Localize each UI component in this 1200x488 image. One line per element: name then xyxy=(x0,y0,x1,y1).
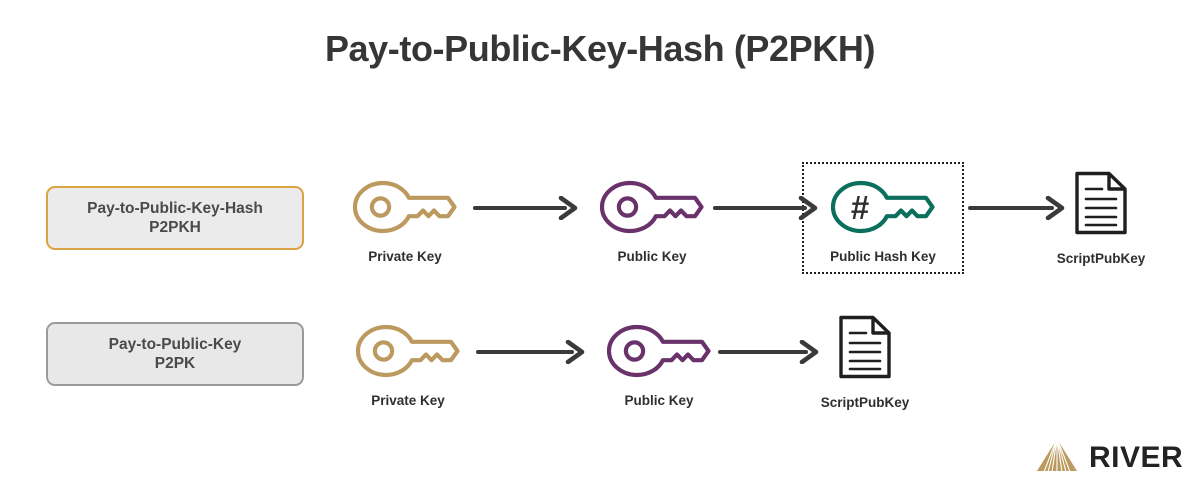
node-public-key-row1: Public Key xyxy=(588,178,716,264)
node-private-key-row2: Private Key xyxy=(344,322,472,408)
node-caption: ScriptPubKey xyxy=(820,395,910,410)
node-public-hash-key-row1: # Public Hash Key xyxy=(819,178,947,264)
key-icon xyxy=(599,178,704,241)
node-caption: Private Key xyxy=(368,249,442,264)
node-caption: ScriptPubKey xyxy=(1056,251,1146,266)
arrow-right-icon xyxy=(713,195,821,225)
node-scriptpubkey-row1: ScriptPubKey xyxy=(1037,168,1165,266)
node-caption: Public Key xyxy=(624,393,694,408)
river-wordmark: RIVER xyxy=(1089,440,1184,474)
node-public-key-row2: Public Key xyxy=(595,322,723,408)
key-icon xyxy=(352,178,457,241)
arrow-right-icon xyxy=(968,195,1068,225)
document-icon xyxy=(837,312,893,387)
page-title: Pay-to-Public-Key-Hash (P2PKH) xyxy=(324,28,876,69)
document-icon xyxy=(1073,168,1129,243)
row-label-p2pk: Pay-to-Public-Key P2PK xyxy=(46,322,304,386)
key-icon xyxy=(606,322,711,385)
node-scriptpubkey-row2: ScriptPubKey xyxy=(801,312,929,410)
node-private-key-row1: Private Key xyxy=(341,178,469,264)
svg-text:#: # xyxy=(851,189,869,226)
node-caption: Public Key xyxy=(617,249,687,264)
node-caption: Public Hash Key xyxy=(830,249,936,264)
key-hash-icon: # xyxy=(830,178,935,241)
arrow-right-icon xyxy=(476,339,588,369)
node-caption: Private Key xyxy=(371,393,445,408)
river-logo: RIVER xyxy=(1036,438,1183,477)
arrow-right-icon xyxy=(473,195,581,225)
key-icon xyxy=(355,322,460,385)
row-label-p2pkh: Pay-to-Public-Key-Hash P2PKH xyxy=(46,186,304,250)
arrow-right-icon xyxy=(718,339,822,369)
river-mountain-icon xyxy=(1036,438,1078,477)
